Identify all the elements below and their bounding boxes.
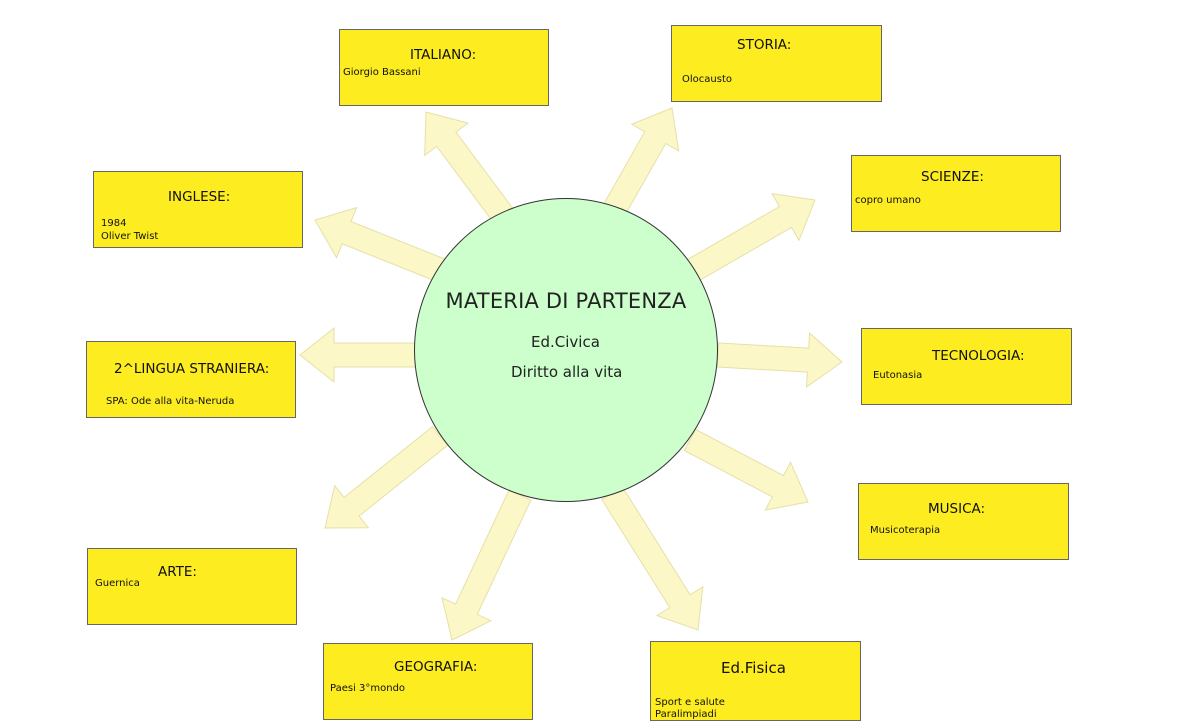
box-text: Giorgio Bassani <box>343 67 421 78</box>
center-topic: Diritto alla vita <box>511 363 623 381</box>
arrow-to-italiano <box>424 111 516 226</box>
box-italiano: ITALIANO: Giorgio Bassani <box>339 29 549 106</box>
box-tecnologia: TECNOLOGIA: Eutonasia <box>861 328 1072 405</box>
box-inglese: INGLESE: 1984 Oliver Twist <box>93 171 303 248</box>
box-text: Guernica <box>95 578 140 589</box>
box-title: STORIA: <box>737 37 792 53</box>
box-title: Ed.Fisica <box>721 659 786 677</box>
arrow-to-storia <box>601 107 680 219</box>
box-text: Olocausto <box>682 74 732 85</box>
arrow-to-scienze <box>683 192 816 284</box>
box-text: SPA: Ode alla vita-Neruda <box>106 396 235 407</box>
box-title: MUSICA: <box>928 501 986 517</box>
box-text: copro umano <box>855 195 921 206</box>
box-lingua-straniera: 2^LINGUA STRANIERA: SPA: Ode alla vita-N… <box>86 341 296 418</box>
arrow-to-inglese <box>314 206 446 282</box>
center-title: MATERIA DI PARTENZA <box>445 289 687 313</box>
box-geografia: GEOGRAFIA: Paesi 3°mondo <box>323 643 533 720</box>
box-title: ARTE: <box>158 564 197 580</box>
box-musica: MUSICA: Musicoterapia <box>858 483 1069 560</box>
arrow-to-ed-fisica <box>601 485 704 631</box>
arrow-to-lingua <box>299 326 416 384</box>
box-title: GEOGRAFIA: <box>394 659 478 675</box>
box-title: 2^LINGUA STRANIERA: <box>114 361 270 377</box>
center-subject: Ed.Civica <box>531 333 600 351</box>
box-text: Paralimpiadi <box>655 709 717 720</box>
box-text: Sport e salute <box>655 697 725 708</box>
box-title: ITALIANO: <box>410 47 477 63</box>
arrow-to-musica <box>683 428 809 511</box>
box-title: SCIENZE: <box>921 169 984 185</box>
box-storia: STORIA: Olocausto <box>671 25 882 102</box>
box-text: Eutonasia <box>873 370 923 381</box>
arrow-to-tecnologia <box>716 332 843 389</box>
box-title: TECNOLOGIA: <box>932 348 1025 364</box>
arrow-to-geografia <box>441 489 532 641</box>
box-text: Oliver Twist <box>101 231 159 242</box>
box-text: Paesi 3°mondo <box>330 683 406 694</box>
box-text: Musicoterapia <box>870 525 941 536</box>
box-arte: ARTE: Guernica <box>87 548 297 625</box>
box-ed-fisica: Ed.Fisica Sport e salute Paralimpiadi <box>650 641 861 721</box>
arrow-to-arte <box>324 425 449 529</box>
center-circle: MATERIA DI PARTENZA Ed.Civica Diritto al… <box>414 198 718 502</box>
box-title: INGLESE: <box>168 189 231 205</box>
box-scienze: SCIENZE: copro umano <box>851 155 1061 232</box>
box-text: 1984 <box>101 218 127 229</box>
